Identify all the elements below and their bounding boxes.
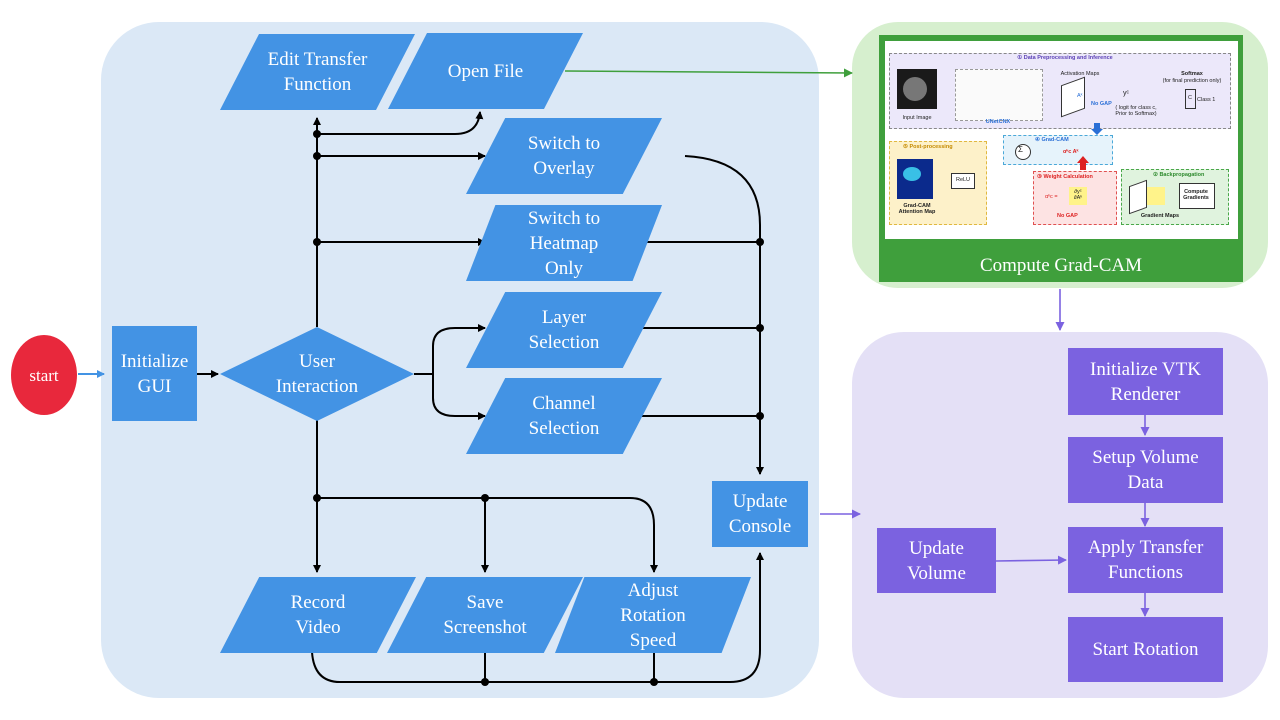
sum-symbol: Σ (1018, 145, 1023, 154)
activation-symbol: Aᵏ (1077, 93, 1083, 99)
compute-gradients-box (1179, 183, 1215, 209)
section1-title: ① Data Preprocessing and Inference (1017, 55, 1113, 61)
setup-volume-data-node: Setup Volume Data (1068, 437, 1223, 503)
section3-title: ③ Weight Calculation (1037, 174, 1093, 180)
start-node: start (11, 335, 77, 415)
class-output-box (1185, 89, 1196, 109)
gradient-maps-label: Gradient Maps (1140, 213, 1180, 219)
gradient-fraction-box (1147, 187, 1165, 205)
sum-node (1015, 144, 1031, 160)
section5-title: ⑤ Post-processing (903, 144, 953, 150)
input-image-scan (903, 77, 927, 101)
no-gap-label-1: No GAP (1091, 101, 1112, 107)
start-rotation-node: Start Rotation (1068, 617, 1223, 682)
logit-note: ( logit for class c, Prior to Softmax) (1115, 105, 1157, 117)
unetcnx-label: UNetCNX (985, 119, 1011, 125)
input-image-label: Input Image (902, 115, 932, 121)
update-volume-node: Update Volume (877, 528, 996, 593)
partial-fraction-box (1069, 187, 1087, 205)
layer-selection-node: Layer Selection (466, 292, 662, 368)
section2-title: ② Backpropagation (1153, 172, 1205, 178)
gradcam-figure: ① Data Preprocessing and Inference Input… (885, 41, 1238, 239)
softmax-note: (for final prediction only) (1162, 78, 1222, 84)
update-console-node: Update Console (712, 481, 808, 547)
open-file-node: Open File (388, 33, 583, 109)
initialize-vtk-renderer-node: Initialize VTK Renderer (1068, 348, 1223, 415)
softmax-label: Softmax (1181, 71, 1203, 77)
partial-fraction: ∂yᶜ ∂Aᵏ (1073, 189, 1083, 201)
channel-selection-node: Channel Selection (466, 378, 662, 454)
switch-heatmap-node: Switch to Heatmap Only (466, 205, 662, 281)
edit-transfer-function-node: Edit Transfer Function (220, 34, 415, 110)
up-arrow-icon (1077, 156, 1089, 170)
user-interaction-node: User Interaction (220, 327, 414, 421)
unetcnx-block (955, 69, 1043, 121)
save-screenshot-node: Save Screenshot (387, 577, 583, 653)
record-video-node: Record Video (220, 577, 416, 653)
attention-map-hotspot (903, 167, 921, 181)
apply-transfer-functions-node: Apply Transfer Functions (1068, 527, 1223, 593)
preprocessing-section (889, 53, 1231, 129)
switch-overlay-node: Switch to Overlay (466, 118, 662, 194)
adjust-rotation-speed-node: Adjust Rotation Speed (555, 577, 751, 653)
class-box-label: C (1188, 95, 1192, 101)
attention-map-label: Grad-CAM Attention Map (898, 203, 936, 215)
down-arrow-icon (1091, 123, 1103, 135)
class-label: Class 1 (1197, 97, 1216, 103)
section4-title: ④ Grad-CAM (1035, 137, 1069, 143)
weight-formula: αᵏc = (1045, 194, 1058, 200)
relu-box (951, 173, 975, 189)
no-gap-label-2: No GAP (1057, 213, 1078, 219)
relu-label: ReLU (955, 177, 971, 183)
compute-gradients-label: Compute Gradients (1183, 189, 1209, 201)
compute-gradcam-label: Compute Grad-CAM (979, 255, 1142, 276)
logit-symbol: yᶜ (1123, 90, 1129, 97)
activation-maps-label: Activation Maps (1060, 71, 1100, 77)
gradcam-formula: αᵏc Aᵏ (1063, 149, 1079, 155)
initialize-gui-node: Initialize GUI (112, 326, 197, 421)
